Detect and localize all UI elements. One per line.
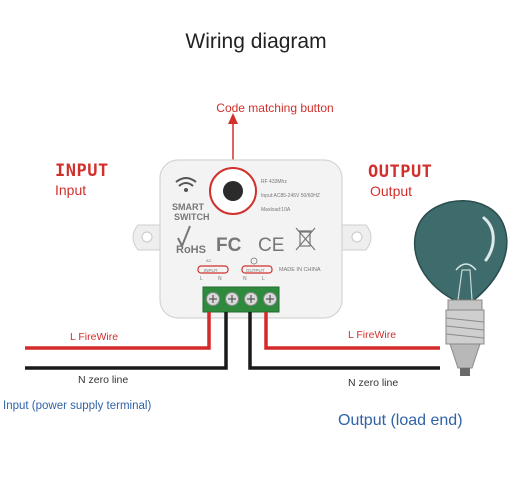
output-subheading: Output bbox=[370, 183, 413, 199]
output-heading: OUTPUT bbox=[368, 162, 433, 182]
made-in-label: MADE IN CHINA bbox=[279, 267, 321, 273]
brand-line-1: SMART bbox=[172, 202, 204, 212]
input-live-wire-label: L FireWire bbox=[70, 331, 119, 343]
svg-text:OUTPUT: OUTPUT bbox=[246, 268, 265, 273]
rohs-mark: RoHS bbox=[176, 244, 206, 256]
terminal-screws bbox=[206, 292, 277, 306]
wifi-icon bbox=[175, 177, 197, 192]
output-live-wire-label: L FireWire bbox=[348, 329, 397, 341]
smart-switch-device: SMART SWITCH RF 433Mhz Input:AC85-245V 5… bbox=[132, 159, 372, 319]
light-bulb-icon bbox=[413, 200, 508, 376]
brand-line-2: SWITCH bbox=[174, 212, 210, 222]
svg-text:L: L bbox=[200, 276, 203, 282]
svg-text:L: L bbox=[262, 276, 265, 282]
input-heading: INPUT bbox=[55, 161, 109, 181]
output-neutral-wire-label: N zero line bbox=[348, 377, 399, 389]
input-terminal-tag: AC INPUT L N bbox=[197, 258, 229, 282]
output-terminal-tag: OUTPUT N L bbox=[241, 257, 273, 282]
rohs-check-icon bbox=[177, 225, 191, 249]
output-terminal-note: Output (load end) bbox=[338, 412, 463, 429]
button-pointer-arrowhead bbox=[228, 113, 238, 124]
right-mount-hole bbox=[351, 231, 363, 243]
spec-frequency: RF 433Mhz bbox=[261, 179, 287, 185]
weee-bin-icon bbox=[295, 227, 316, 251]
diagram-title: Wiring diagram bbox=[185, 30, 327, 53]
output-wires bbox=[248, 312, 440, 370]
ce-mark: CE bbox=[258, 235, 284, 256]
output-live-wire bbox=[264, 312, 440, 350]
output-neutral-wire bbox=[248, 312, 440, 370]
left-mount-hole bbox=[141, 231, 153, 243]
input-terminal-note: Input (power supply terminal) bbox=[3, 400, 152, 412]
spec-input: Input:AC85-245V 50/60HZ bbox=[261, 193, 320, 199]
code-matching-button-label: Code matching button bbox=[216, 101, 334, 115]
spec-maxload: Maxload:10A bbox=[261, 207, 291, 213]
fc-mark: FC bbox=[216, 235, 242, 256]
svg-text:AC: AC bbox=[206, 258, 212, 263]
input-neutral-wire bbox=[25, 312, 228, 370]
input-neutral-wire-label: N zero line bbox=[78, 374, 129, 386]
svg-text:INPUT: INPUT bbox=[204, 268, 218, 273]
svg-text:N: N bbox=[218, 276, 222, 282]
code-matching-button bbox=[223, 181, 243, 201]
input-subheading: Input bbox=[55, 182, 87, 198]
svg-text:N: N bbox=[243, 276, 247, 282]
input-live-wire bbox=[25, 312, 211, 350]
input-wires bbox=[25, 312, 228, 370]
